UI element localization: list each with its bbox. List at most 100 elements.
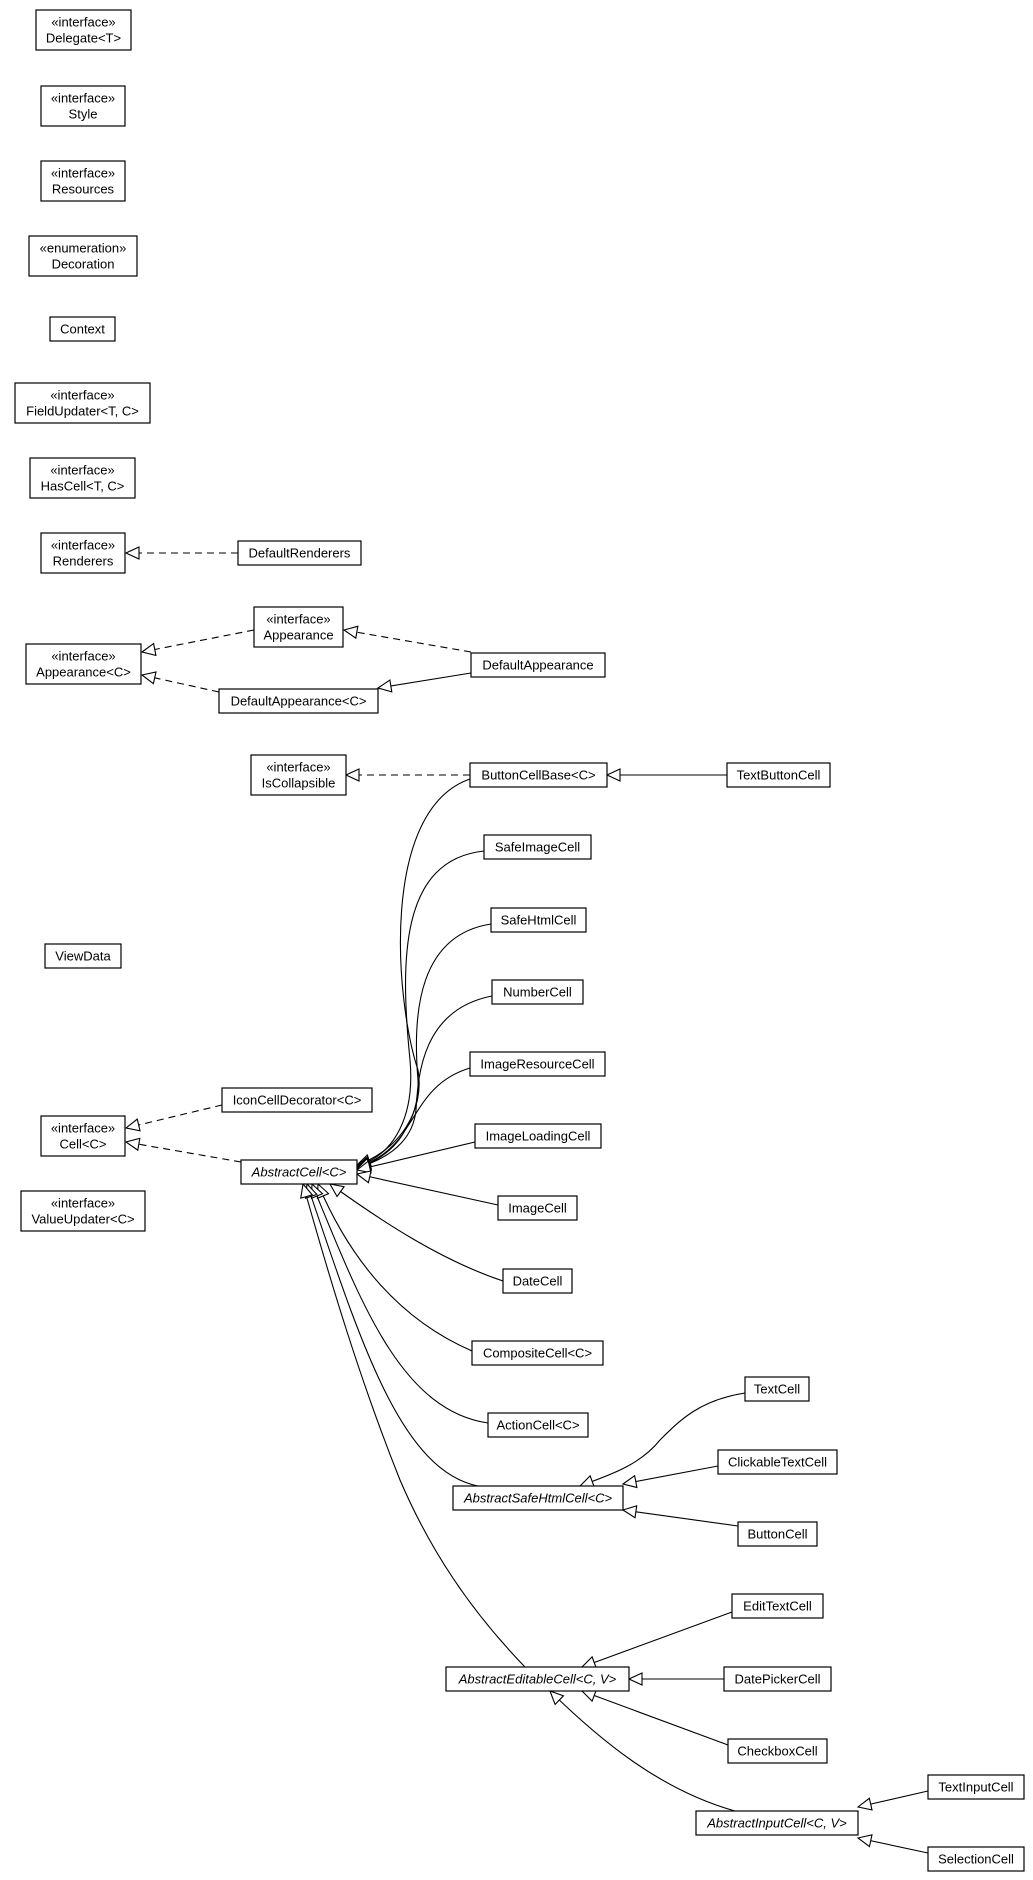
class-box-appearance-c[interactable]: «interface»Appearance<C> [25, 643, 142, 685]
class-box-border [49, 316, 116, 342]
class-box-border [35, 9, 132, 51]
class-box-context[interactable]: Context [49, 316, 116, 342]
class-box-delegate[interactable]: «interface»Delegate<T> [35, 9, 132, 51]
class-box-border [723, 1666, 832, 1692]
generalization-line [622, 1465, 719, 1485]
class-box-button-cell[interactable]: ButtonCell [737, 1521, 818, 1547]
hollow-triangle-arrowhead-icon [140, 642, 157, 657]
class-box-border [474, 1123, 602, 1149]
class-box-abstract-cell[interactable]: AbstractCell<C> [240, 1159, 358, 1185]
edge-button-cell-to-abstract-safe-html-cell [621, 1505, 739, 1527]
stereotype-label: «interface» [51, 538, 115, 553]
class-box-style[interactable]: «interface»Style [40, 85, 126, 127]
stereotype-label: «interface» [51, 91, 115, 106]
hollow-triangle-arrowhead-icon [856, 1797, 873, 1811]
class-box-border [470, 652, 606, 678]
edge-clickable-text-cell-to-abstract-safe-html-cell [621, 1465, 719, 1489]
class-box-has-cell[interactable]: «interface»HasCell<T, C> [29, 457, 136, 499]
class-box-border [471, 1340, 604, 1366]
class-box-border [469, 762, 608, 788]
class-name-label: ActionCell<C> [496, 1418, 579, 1433]
class-box-date-picker-cell[interactable]: DatePickerCell [723, 1666, 832, 1692]
generalization-line [581, 1611, 733, 1668]
edge-image-cell-to-abstract-cell [355, 1170, 499, 1206]
class-name-label: CompositeCell<C> [483, 1346, 592, 1361]
nodes-layer: «interface»Delegate<T>«interface»Style«i… [14, 9, 1025, 1872]
class-box-image-loading-cell[interactable]: ImageLoadingCell [474, 1123, 602, 1149]
class-box-icon-cell-decorator[interactable]: IconCellDecorator<C> [221, 1087, 373, 1113]
generalization-line [377, 672, 472, 689]
class-box-border [240, 1159, 358, 1185]
hollow-triangle-arrowhead-icon [605, 768, 621, 782]
class-box-image-cell[interactable]: ImageCell [497, 1195, 578, 1221]
class-box-composite-cell[interactable]: CompositeCell<C> [471, 1340, 604, 1366]
class-box-default-appearance-c[interactable]: DefaultAppearance<C> [218, 688, 379, 714]
class-name-label: Delegate<T> [46, 31, 121, 46]
class-box-field-updater[interactable]: «interface»FieldUpdater<T, C> [14, 382, 151, 424]
class-name-label: SelectionCell [938, 1852, 1014, 1867]
class-box-number-cell[interactable]: NumberCell [491, 979, 584, 1005]
class-box-default-renderers[interactable]: DefaultRenderers [237, 540, 362, 566]
class-box-abstract-input-cell[interactable]: AbstractInputCell<C, V> [695, 1810, 859, 1836]
edge-default-appearance-to-default-appearance-c [376, 672, 472, 693]
class-box-abstract-editable-cell[interactable]: AbstractEditableCell<C, V> [445, 1666, 630, 1692]
class-name-label: Renderers [53, 554, 114, 569]
class-name-label: TextButtonCell [737, 768, 821, 783]
class-box-safe-image-cell[interactable]: SafeImageCell [483, 834, 592, 860]
class-name-label: IconCellDecorator<C> [233, 1093, 362, 1108]
edge-selection-cell-to-abstract-input-cell [856, 1834, 929, 1854]
class-box-resources[interactable]: «interface»Resources [40, 160, 126, 202]
class-name-label: SafeImageCell [495, 840, 580, 855]
class-box-value-updater[interactable]: «interface»ValueUpdater<C> [20, 1190, 146, 1232]
class-box-date-cell[interactable]: DateCell [502, 1268, 573, 1294]
class-box-border [737, 1521, 818, 1547]
class-box-button-cell-base[interactable]: ButtonCellBase<C> [469, 762, 608, 788]
class-box-appearance[interactable]: «interface»Appearance [253, 606, 344, 648]
class-box-text-input-cell[interactable]: TextInputCell [927, 1774, 1025, 1800]
edge-appearance-to-appearance-c [140, 629, 255, 657]
generalization-line [581, 1690, 729, 1746]
class-box-border [502, 1268, 573, 1294]
edge-button-cell-base-to-is-collapsible [344, 768, 470, 782]
class-box-border [237, 540, 362, 566]
class-box-border [927, 1846, 1025, 1872]
class-box-renderers[interactable]: «interface»Renderers [40, 532, 126, 574]
class-box-clickable-text-cell[interactable]: ClickableTextCell [717, 1449, 838, 1475]
class-box-safe-html-cell[interactable]: SafeHtmlCell [490, 907, 587, 933]
class-box-decoration[interactable]: «enumeration»Decoration [28, 235, 138, 277]
class-box-is-collapsible[interactable]: «interface»IsCollapsible [250, 754, 347, 796]
class-box-selection-cell[interactable]: SelectionCell [927, 1846, 1025, 1872]
edge-safe-image-cell-to-abstract-cell [355, 850, 485, 1169]
class-box-cell[interactable]: «interface»Cell<C> [40, 1115, 126, 1157]
class-box-checkbox-cell[interactable]: CheckboxCell [727, 1738, 828, 1764]
edge-default-appearance-to-appearance [342, 625, 472, 653]
class-name-label: Context [60, 322, 105, 337]
class-box-view-data[interactable]: ViewData [44, 943, 122, 969]
class-name-label: IsCollapsible [262, 776, 336, 791]
class-box-action-cell[interactable]: ActionCell<C> [487, 1412, 589, 1438]
edge-date-picker-cell-to-abstract-editable-cell [627, 1672, 724, 1686]
hollow-triangle-arrowhead-icon [140, 671, 157, 685]
class-box-abstract-safe-html-cell[interactable]: AbstractSafeHtmlCell<C> [452, 1485, 624, 1511]
class-box-border [14, 382, 151, 424]
class-box-border [221, 1087, 373, 1113]
generalization-line [306, 1183, 479, 1487]
stereotype-label: «interface» [51, 649, 115, 664]
class-name-label: Style [69, 107, 98, 122]
class-box-edit-text-cell[interactable]: EditTextCell [731, 1593, 824, 1619]
class-name-label: ImageLoadingCell [486, 1129, 591, 1144]
class-name-label: Appearance<C> [36, 665, 131, 680]
class-box-text-cell[interactable]: TextCell [744, 1376, 810, 1402]
class-name-label: Cell<C> [60, 1137, 107, 1152]
edge-text-button-cell-to-button-cell-base [605, 768, 727, 782]
stereotype-label: «interface» [50, 388, 114, 403]
class-name-label: Resources [52, 182, 115, 197]
stereotype-label: «interface» [266, 612, 330, 627]
class-name-label: TextCell [754, 1382, 800, 1397]
class-box-image-resource-cell[interactable]: ImageResourceCell [469, 1051, 606, 1077]
class-box-text-button-cell[interactable]: TextButtonCell [726, 762, 831, 788]
edge-abstract-cell-to-cell [124, 1137, 242, 1163]
class-box-default-appearance[interactable]: DefaultAppearance [470, 652, 606, 678]
class-name-label: DefaultAppearance [482, 658, 593, 673]
generalization-line [302, 1183, 526, 1668]
